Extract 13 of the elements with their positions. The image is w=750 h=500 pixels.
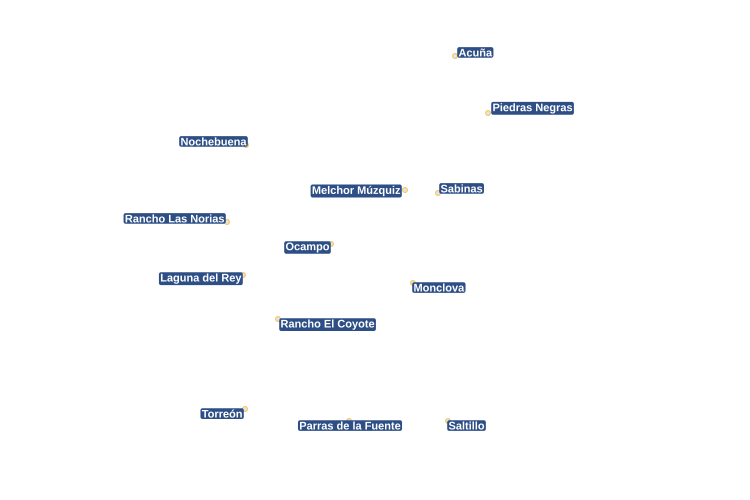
place-label: Torreón xyxy=(200,408,244,419)
place-label: Monclova xyxy=(412,282,466,293)
place-label: Rancho El Coyote xyxy=(279,318,376,332)
place-label: Acuña xyxy=(457,47,494,58)
place-label: Nochebuena xyxy=(179,136,248,147)
place-label: Melchor Múzquiz xyxy=(310,184,402,198)
place-label: Piedras Negras xyxy=(491,102,574,115)
place-label: Rancho Las Norias xyxy=(124,213,226,224)
place-label: Parras de la Fuente xyxy=(298,420,402,431)
place-label: Saltillo xyxy=(447,420,486,431)
place-label: Sabinas xyxy=(439,183,484,194)
place-label: Ocampo xyxy=(284,241,331,254)
place-label: Laguna del Rey xyxy=(158,272,243,286)
